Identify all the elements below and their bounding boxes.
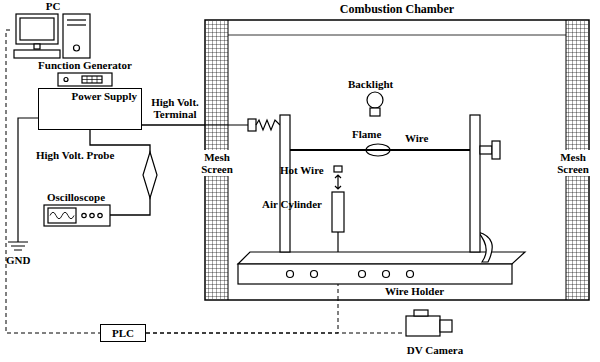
terminal-label: High Volt. Terminal: [146, 96, 204, 120]
wire-label: Wire: [405, 132, 428, 144]
node-title: DV Camera: [407, 344, 463, 356]
ground-symbol: [8, 118, 38, 250]
wire-holder-label: Wire Holder: [385, 285, 444, 297]
computer-node: PC: [10, 0, 96, 62]
mesh-label: Mesh Screen: [552, 150, 594, 176]
camera-icon: [406, 310, 452, 336]
mesh-label: Mesh Screen: [196, 150, 238, 176]
chamber-housing: [205, 20, 589, 300]
probe-label: High Volt. Probe: [36, 149, 114, 161]
signal-wire: [142, 125, 205, 126]
plc-box: PLC: [100, 324, 146, 342]
combustion-chamber: Combustion Chamber: [205, 0, 589, 300]
oscilloscope-box: [44, 205, 110, 226]
wire-holder-apparatus: [205, 92, 525, 300]
node-title: Oscilloscope: [47, 191, 105, 203]
probe-symbol: [143, 152, 157, 198]
backlight-label: Backlight: [348, 78, 393, 90]
control-link: [146, 300, 338, 333]
dv-camera: DV Camera: [404, 308, 467, 358]
node-title: Function Generator: [38, 59, 132, 71]
function-generator-box: [58, 73, 112, 86]
node-title: Power Supply: [71, 90, 137, 102]
air-cylinder-label: Air Cylinder: [262, 198, 322, 210]
ground-label: GND: [6, 254, 30, 266]
power-supply: Power Supply: [38, 88, 142, 130]
node-title: PC: [46, 0, 61, 12]
oscilloscope: Oscilloscope: [42, 190, 110, 227]
function-generator: Function Generator: [30, 59, 140, 87]
computer-icon: [14, 14, 90, 58]
node-title: Combustion Chamber: [340, 3, 454, 15]
node-title: PLC: [112, 327, 134, 339]
flame-label: Flame: [352, 128, 381, 140]
hot-wire-label: Hot Wire: [280, 164, 324, 176]
